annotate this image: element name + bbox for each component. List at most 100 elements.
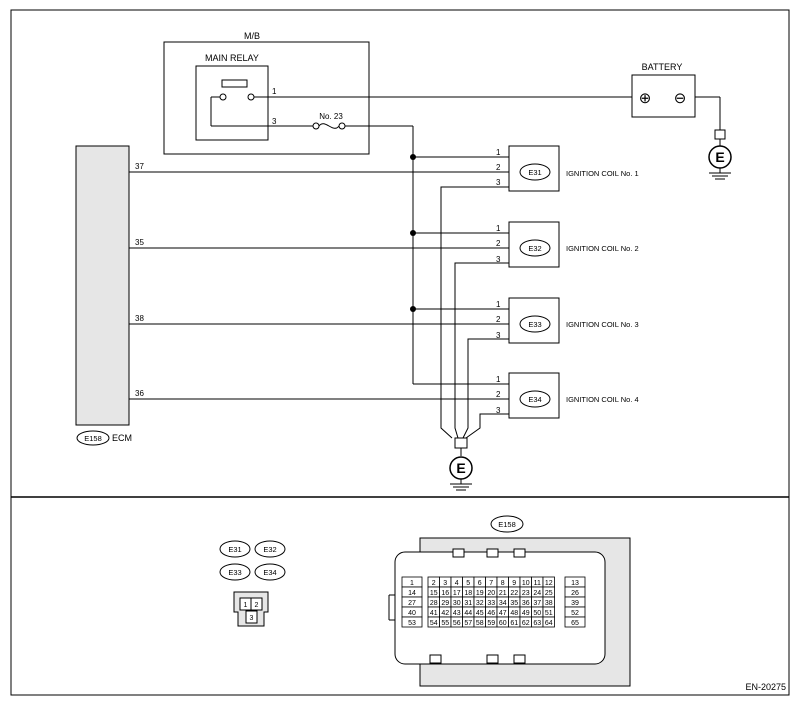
svg-text:1: 1	[496, 224, 501, 233]
ecm-pin-label: 22	[510, 590, 518, 597]
ecm-pin-label: 9	[512, 580, 516, 587]
ecm-pin-label: 48	[510, 610, 518, 617]
figure-id: EN-20275	[745, 682, 786, 692]
badge-e158	[490, 515, 524, 533]
svg-text:E34: E34	[263, 568, 276, 577]
fuse-label: No. 23	[319, 112, 343, 121]
battery-plus-icon: ⊕	[639, 90, 652, 107]
ecm-pin-label: 57	[464, 620, 472, 627]
ecm-pin-label: 11	[534, 580, 541, 587]
coil-2-connector: E32	[528, 244, 541, 253]
ecm-pin-label: 14	[408, 590, 416, 597]
svg-text:E158: E158	[498, 520, 516, 529]
ecm-box	[75, 145, 130, 426]
ecm-pin-label: 18	[464, 590, 472, 597]
wire-coil-1-ground	[440, 186, 509, 439]
ecm-pin-label: 27	[408, 600, 416, 607]
wire-coil-4-ground	[465, 413, 509, 439]
badge-e31	[219, 540, 251, 558]
coil-1-connector-badge	[519, 163, 551, 181]
ecm-pin-cell	[401, 616, 423, 628]
svg-text:E: E	[715, 149, 724, 165]
ecm-pin-36: 36	[135, 389, 144, 398]
ecm-pin-label: 32	[476, 600, 484, 607]
ignition-coil-4-box	[508, 372, 560, 419]
relay-contact-2	[247, 93, 255, 101]
ecm-pin-label: 53	[408, 620, 416, 627]
ecm-pin-label: 24	[533, 590, 541, 597]
coil-4-label: IGNITION COIL No. 4	[566, 395, 639, 404]
badge-e33	[219, 563, 251, 581]
ecm-pin-cell	[564, 616, 586, 628]
ecm-pin-label: 31	[464, 600, 472, 607]
ecm-pin-label: 65	[571, 620, 579, 627]
ecm-pin-label: 38	[545, 600, 553, 607]
ecm-pin-label: 41	[430, 610, 438, 617]
relay-pin-1: 1	[272, 87, 277, 96]
fuse-terminal-left	[312, 122, 320, 130]
ecm-pin-label: 61	[510, 620, 518, 627]
ecm-pin-label: 4	[455, 580, 459, 587]
svg-text:1: 1	[496, 375, 501, 384]
ecm-pin-label: 56	[453, 620, 461, 627]
ecm-pin-label: 17	[453, 590, 461, 597]
ecm-pin-label: 58	[476, 620, 484, 627]
svg-text:2: 2	[496, 239, 501, 248]
ecm-pin-label: 47	[499, 610, 507, 617]
svg-text:3: 3	[496, 406, 501, 415]
ecm-pin-label: 52	[571, 610, 579, 617]
battery-label: BATTERY	[642, 62, 683, 72]
ecm-pin-label: 63	[533, 620, 541, 627]
ecm-pin-label: 7	[489, 580, 493, 587]
ecm-pin-label: 35	[510, 600, 518, 607]
ecm-pin-label: 60	[499, 620, 507, 627]
ecm-pin-label: 8	[501, 580, 505, 587]
battery-box	[631, 74, 696, 118]
coil-1-label: IGNITION COIL No. 1	[566, 169, 639, 178]
ecm-pin-label: 43	[453, 610, 461, 617]
wire-coil-3-ground	[462, 338, 509, 439]
ecm-pin-label: 44	[464, 610, 472, 617]
svg-text:3: 3	[496, 178, 501, 187]
svg-text:3: 3	[496, 255, 501, 264]
ecm-pin-label: 49	[522, 610, 530, 617]
ignition-coil-1-box	[508, 145, 560, 192]
ecm-pin-label: 26	[571, 590, 579, 597]
ignition-coil-2-box	[508, 221, 560, 268]
ecm-pin-37: 37	[135, 162, 144, 171]
ecm-pin-label: 20	[487, 590, 495, 597]
ecm-pin-label: 10	[522, 580, 530, 587]
coil-3-connector-badge	[519, 315, 551, 333]
fuse-terminal-right	[338, 122, 346, 130]
relay-coil	[221, 79, 248, 88]
ecm-pin-label: 55	[441, 620, 449, 627]
ecm-pin-cell	[542, 616, 555, 628]
battery-ground-terminal	[714, 129, 726, 140]
svg-text:3: 3	[496, 331, 501, 340]
coil-3-connector: E33	[528, 320, 541, 329]
ecm-pin-label: 42	[441, 610, 449, 617]
svg-text:3: 3	[250, 615, 254, 622]
ecm-pin-label: 28	[430, 600, 438, 607]
ecm-pin-label: 62	[522, 620, 530, 627]
ignition-coil-3-box	[508, 297, 560, 344]
svg-text:E: E	[456, 460, 465, 476]
coil-2-label: IGNITION COIL No. 2	[566, 244, 639, 253]
svg-text:2: 2	[496, 315, 501, 324]
ecm-pin-label: 40	[408, 610, 416, 617]
ecm-pin-label: 3	[443, 580, 447, 587]
main-relay-label: MAIN RELAY	[205, 53, 259, 63]
svg-text:E33: E33	[228, 568, 241, 577]
coil-1-connector: E31	[528, 168, 541, 177]
ecm-pin-label: 29	[441, 600, 449, 607]
ecm-connector-badge	[76, 430, 110, 446]
badge-e34	[254, 563, 286, 581]
ecm-pin-label: 36	[522, 600, 530, 607]
outer-frame	[10, 9, 790, 696]
relay-pin-3: 3	[272, 117, 277, 126]
ecm-pin-label: 12	[545, 580, 553, 587]
ecm-pin-label: 45	[476, 610, 484, 617]
ecm-pin-label: 16	[441, 590, 449, 597]
